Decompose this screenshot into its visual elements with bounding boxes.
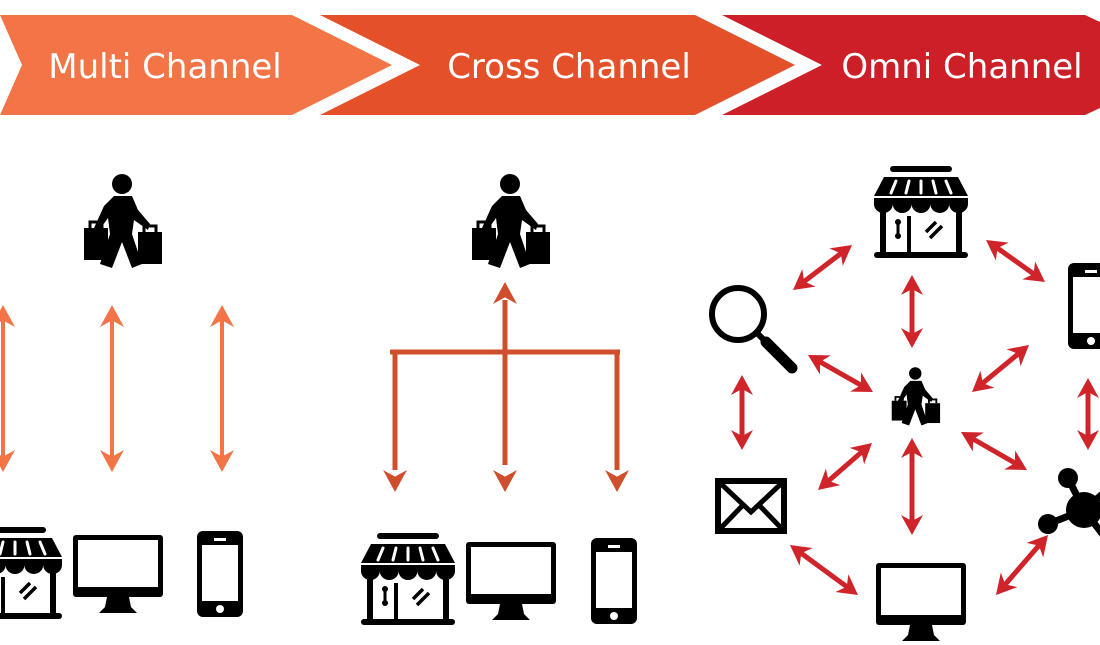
envelope-icon	[718, 481, 784, 531]
arrowhead-down	[605, 470, 629, 492]
arrowhead	[1004, 450, 1027, 470]
arrowhead-down	[493, 470, 517, 492]
arrowhead	[210, 305, 234, 327]
arrowhead	[808, 355, 831, 375]
arrowhead	[850, 372, 873, 392]
arrowhead	[901, 328, 923, 348]
double-arrow	[818, 443, 872, 490]
multi-channel-arrows	[0, 305, 234, 472]
arrowhead	[0, 305, 15, 327]
banner-cross-channel: Cross Channel	[320, 15, 795, 115]
storefront-icon	[872, 164, 970, 260]
double-arrow	[731, 375, 753, 450]
banner-label-multi: Multi Channel	[48, 47, 282, 87]
cross-channel-arrows	[383, 282, 629, 492]
desktop-monitor-icon	[73, 535, 163, 613]
double-arrow	[210, 305, 234, 472]
arrowhead	[972, 370, 995, 392]
panel-cross-channel	[359, 172, 637, 627]
chevron-multi-channel	[0, 15, 392, 115]
arrowhead	[790, 545, 813, 566]
arrowhead	[961, 432, 984, 452]
omni-channel-arrows	[731, 240, 1099, 595]
arrow-shaft	[979, 350, 1022, 387]
chevron-cross-channel	[320, 15, 795, 115]
arrowhead-down	[383, 470, 407, 492]
double-arrow	[1077, 378, 1099, 450]
arrow-shaft	[994, 244, 1037, 278]
arrowhead	[210, 450, 234, 472]
arrow-shaft	[825, 448, 865, 485]
arrowhead	[731, 430, 753, 450]
desktop-monitor-icon	[876, 563, 966, 641]
arrowhead	[100, 305, 124, 327]
arrowhead	[829, 245, 852, 266]
double-arrow	[972, 345, 1029, 392]
arrowhead	[1006, 345, 1029, 367]
double-arrow	[986, 240, 1045, 282]
panel-multi-channel	[0, 172, 243, 621]
shopper-icon	[470, 172, 552, 270]
arrowhead	[835, 574, 858, 595]
arrowhead	[901, 275, 923, 295]
double-arrow	[808, 355, 873, 392]
banner-label-omni: Omni Channel	[841, 47, 1082, 87]
banner-omni-channel: Omni Channel	[722, 15, 1100, 115]
arrowhead	[0, 450, 15, 472]
smartphone-icon	[1068, 263, 1100, 349]
arrowhead	[793, 269, 816, 290]
shopper-icon-center	[890, 366, 942, 427]
arrowhead	[849, 443, 872, 465]
arrowhead	[1022, 261, 1045, 282]
double-arrow	[793, 245, 852, 290]
arrowhead	[901, 515, 923, 535]
panel-omni-channel	[712, 164, 1100, 641]
storefront-icon	[0, 525, 64, 621]
arrowhead	[986, 240, 1009, 261]
arrowhead-up	[493, 282, 517, 304]
smartphone-icon	[591, 538, 637, 624]
arrowhead	[1077, 378, 1099, 398]
arrow-shaft	[1001, 542, 1043, 588]
storefront-icon	[359, 531, 457, 627]
arrow-shaft	[801, 250, 844, 285]
smartphone-icon	[197, 531, 243, 617]
arrow-shaft	[817, 358, 864, 389]
double-arrow	[996, 535, 1048, 595]
arrow-shaft	[970, 435, 1018, 467]
network-hub-icon	[1038, 468, 1100, 554]
magnifying-glass-icon	[712, 288, 792, 368]
arrowhead	[100, 450, 124, 472]
chevron-omni-channel	[722, 15, 1100, 115]
double-arrow	[790, 545, 858, 595]
arrowhead	[818, 468, 841, 490]
double-arrow	[961, 432, 1027, 470]
banner-label-cross: Cross Channel	[447, 47, 691, 87]
double-arrow	[0, 305, 15, 472]
banner-multi-channel: Multi Channel	[0, 15, 392, 115]
arrowhead	[901, 438, 923, 458]
stage-banner: Multi Channel Cross Channel Omni Channel	[0, 15, 1100, 115]
shopper-icon	[82, 172, 164, 270]
desktop-monitor-icon	[466, 542, 556, 620]
double-arrow	[901, 275, 923, 348]
arrow-shaft	[798, 550, 850, 590]
arrowhead	[996, 572, 1018, 595]
double-arrow	[901, 438, 923, 535]
arrowhead	[731, 375, 753, 395]
arrowhead	[1026, 535, 1048, 558]
double-arrow	[100, 305, 124, 472]
arrowhead	[1077, 430, 1099, 450]
